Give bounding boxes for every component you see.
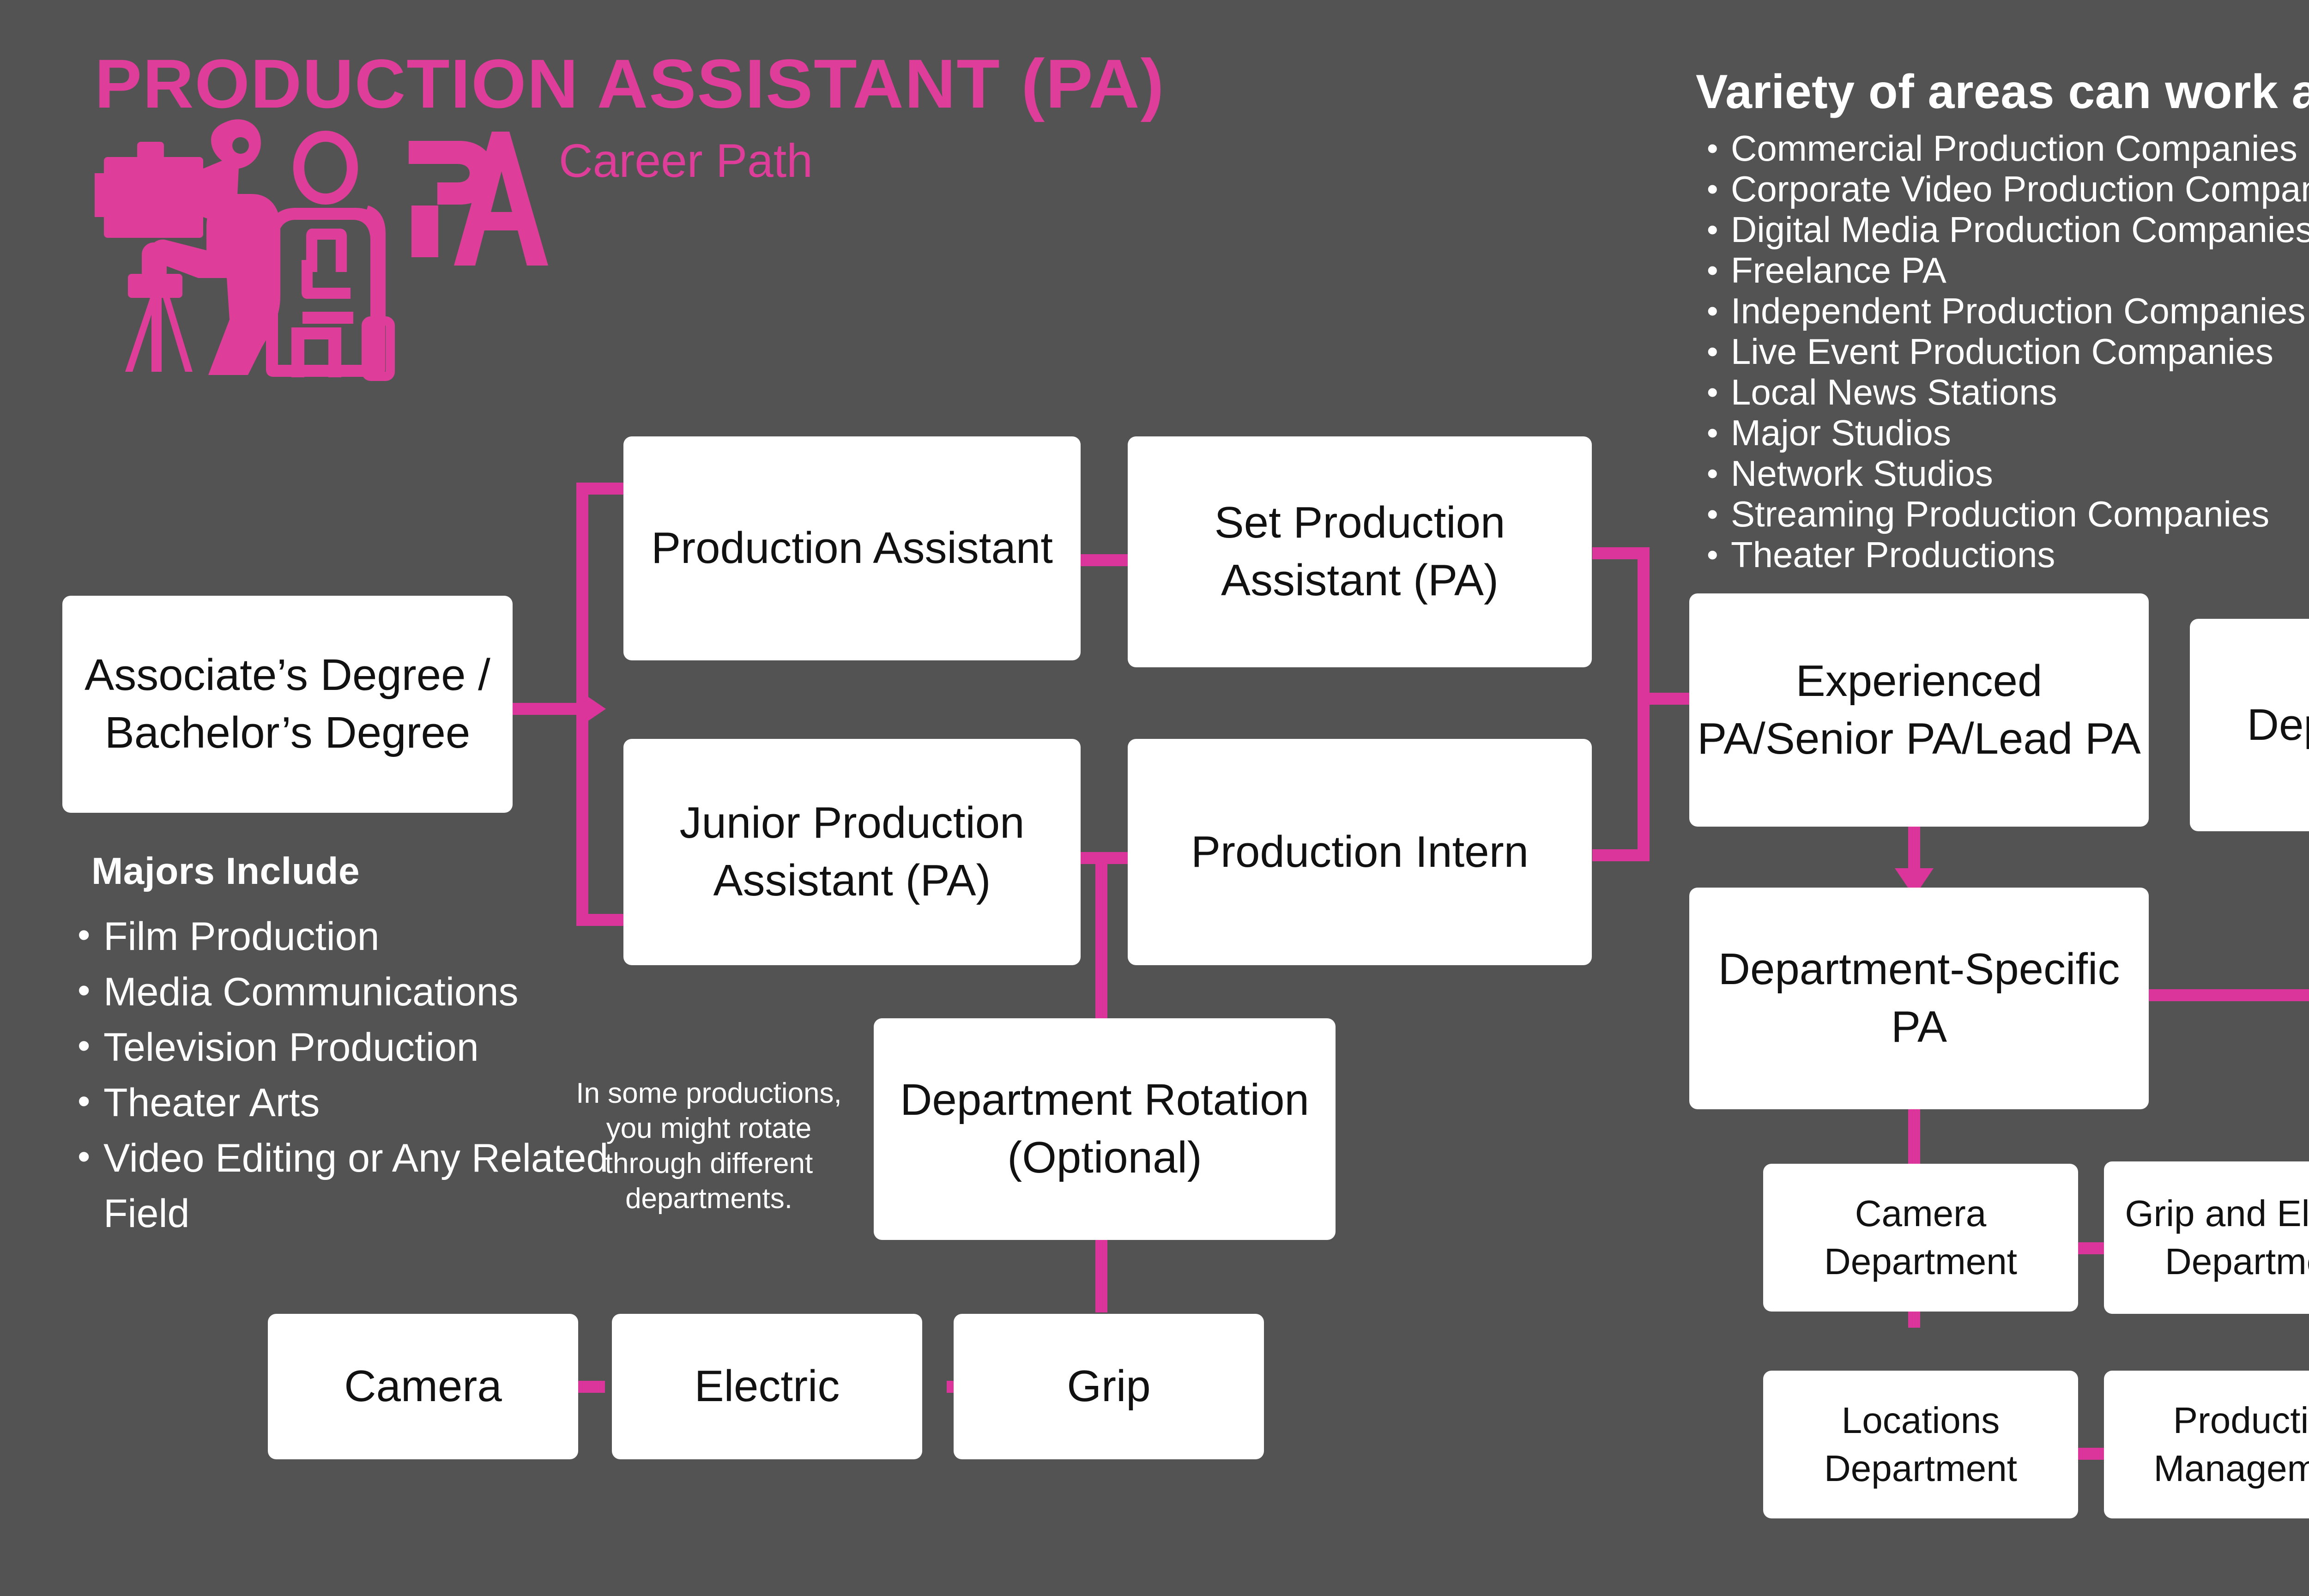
node-degree[interactable]: Associate’s Degree / Bachelor’s Degree	[62, 596, 513, 813]
connector-locations-to-prodmgmt	[2077, 1448, 2105, 1460]
connector-rotation-to-grip	[1095, 1239, 1107, 1312]
connector-deptspecific-to-camera-dept	[1908, 1108, 1920, 1168]
list-item: Theater Arts	[69, 1073, 647, 1130]
list-item: Theater Productions	[1696, 534, 2309, 575]
node-camera-department[interactable]: Camera Department	[1763, 1164, 2078, 1312]
page-subtitle: Career Path	[559, 134, 813, 187]
areas-list-title: Variety of areas can work at:	[1696, 65, 2309, 119]
node-department-specific-pa[interactable]: Department-Specific PA	[1689, 888, 2149, 1109]
connector-deptspecific-bus-lower	[2143, 989, 2309, 1001]
connector-pa-to-set-pa	[1076, 554, 1131, 566]
node-junior-production-assistant[interactable]: Junior Production Assistant (PA)	[623, 739, 1081, 965]
node-locations-department[interactable]: Locations Department	[1763, 1371, 2078, 1518]
production-crew-icon	[95, 119, 548, 381]
list-item: Streaming Production Companies	[1696, 494, 2309, 534]
list-item: Independent Production Companies	[1696, 290, 2309, 331]
connector-degree-to-split	[513, 703, 584, 715]
list-item: Film Production	[69, 907, 647, 964]
node-grip-electric-department[interactable]: Grip and Electric Department	[2104, 1161, 2309, 1314]
list-item: Digital Media Production Companies	[1696, 209, 2309, 250]
connector-intern-to-merge	[1592, 849, 1648, 861]
list-item: Network Studios	[1696, 453, 2309, 494]
node-department-head[interactable]: Department Head	[2190, 619, 2309, 831]
list-item: Local News Stations	[1696, 372, 2309, 412]
node-production-assistant[interactable]: Production Assistant	[623, 436, 1081, 660]
majors-list: Film Production Media Communications Tel…	[69, 907, 647, 1241]
node-set-production-assistant[interactable]: Set Production Assistant (PA)	[1128, 436, 1592, 667]
list-item: Freelance PA	[1696, 250, 2309, 290]
arrow-degree-to-split	[577, 689, 606, 728]
areas-list: Commercial Production Companies Corporat…	[1696, 128, 2309, 575]
list-item: Media Communications	[69, 962, 647, 1020]
node-experienced-pa[interactable]: Experienced PA/Senior PA/Lead PA	[1689, 593, 2149, 827]
majors-title: Majors Include	[91, 850, 360, 892]
page-title: PRODUCTION ASSISTANT (PA)	[95, 45, 1165, 122]
areas-list-block: Variety of areas can work at: Commercial…	[1696, 65, 2309, 575]
node-electric[interactable]: Electric	[612, 1314, 922, 1459]
node-grip[interactable]: Grip	[954, 1314, 1264, 1459]
connector-junior-pa-to-rotation	[1095, 857, 1107, 1023]
connector-camera-to-electric	[577, 1381, 605, 1393]
list-item: Television Production	[69, 1018, 647, 1075]
rotation-note: In some productions, you might rotate th…	[576, 1077, 842, 1215]
list-item: Video Editing or Any Related Field	[69, 1129, 647, 1241]
node-department-rotation[interactable]: Department Rotation (Optional)	[874, 1018, 1336, 1240]
node-production-intern[interactable]: Production Intern	[1128, 739, 1592, 965]
list-item: Commercial Production Companies	[1696, 128, 2309, 169]
node-camera[interactable]: Camera	[268, 1314, 578, 1459]
list-item: Corporate Video Production Companies	[1696, 169, 2309, 209]
connector-camera-dept-to-grip-dept	[2077, 1242, 2105, 1254]
node-production-management[interactable]: Production Management	[2104, 1371, 2309, 1518]
list-item: Live Event Production Companies	[1696, 331, 2309, 372]
majors-block: Majors Include Film Production Media Com…	[69, 850, 647, 1241]
connector-experienced-to-deptspecific	[1908, 827, 1920, 875]
list-item: Major Studios	[1696, 412, 2309, 453]
